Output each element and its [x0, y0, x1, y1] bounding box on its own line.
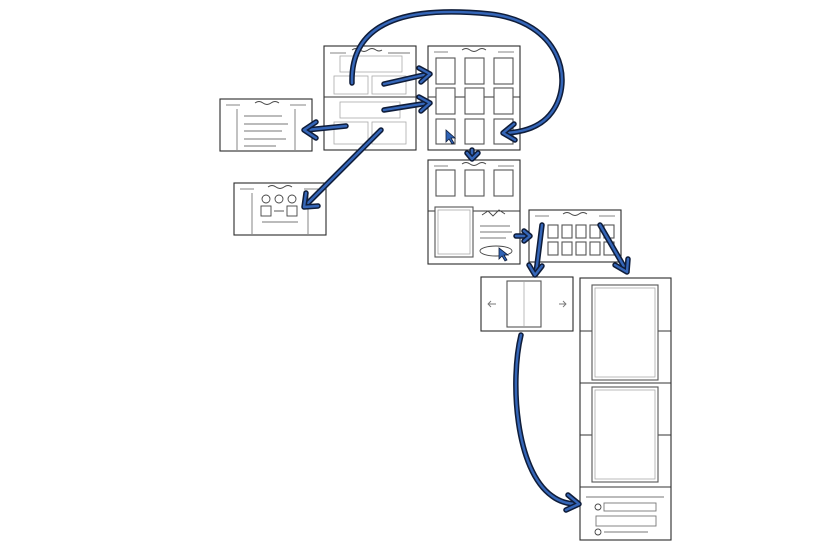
screen-home — [323, 45, 417, 151]
cursor-icon — [445, 129, 457, 145]
arrow-home-to-gallery-1 — [381, 65, 433, 87]
cursor-icon — [498, 247, 510, 262]
screen-list-detail — [219, 98, 313, 152]
screen-item-detail — [427, 159, 521, 265]
arrow-thumbs-to-long — [597, 222, 631, 275]
arrow-thumbs-to-carousel — [526, 222, 545, 278]
arrow-detail-to-thumbs — [513, 228, 533, 244]
arrow-home-to-list — [301, 119, 349, 141]
screen-thumbnail-strip — [528, 209, 622, 263]
arrow-home-to-profile — [301, 127, 384, 210]
arrow-home-to-gallery-2 — [381, 94, 433, 114]
arrow-carousel-to-comments — [513, 332, 582, 513]
screen-carousel — [480, 276, 574, 332]
arrow-gallery-to-detail — [464, 147, 481, 162]
screen-long-scroll — [579, 277, 672, 541]
arrow-home-curve-to-gallery — [349, 9, 565, 143]
flow-arrows — [301, 9, 631, 513]
